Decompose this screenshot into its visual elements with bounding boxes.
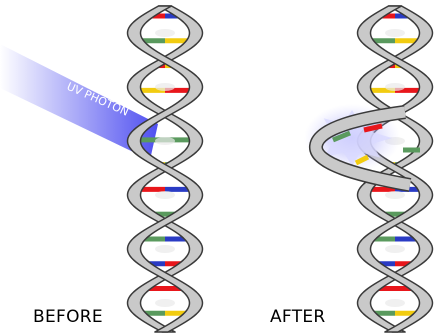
strand-highlight [155,83,175,91]
before-caption: BEFORE [33,309,103,326]
strand-highlight [155,245,175,253]
strand-highlight [385,245,405,253]
strand-highlight [155,137,175,145]
before-strand-2 [128,6,203,332]
after-caption: AFTER [270,309,326,326]
strand-highlight [385,299,405,307]
strand-highlight [385,191,405,199]
helix-before [128,6,203,332]
strand-highlight [155,299,175,307]
strand-highlight [385,83,405,91]
strand-highlight [155,191,175,199]
strand-highlight [155,29,175,37]
strand-highlight [385,29,405,37]
